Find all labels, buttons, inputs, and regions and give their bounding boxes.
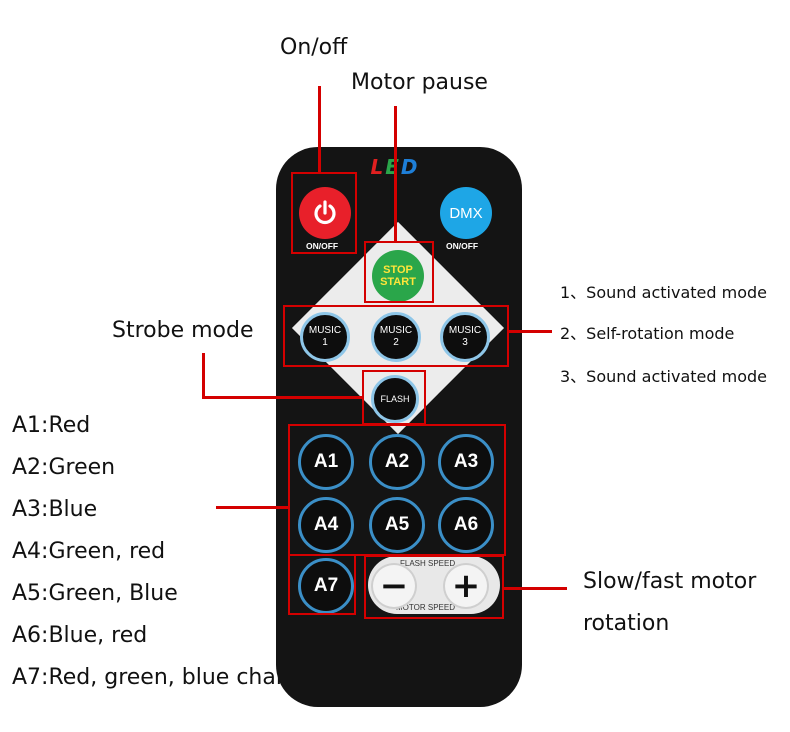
strobe-mode-label: Strobe mode — [112, 318, 254, 343]
a6-label: A6 — [453, 514, 479, 535]
led-logo-d: D — [400, 155, 420, 179]
a6-button[interactable]: A6 — [438, 497, 494, 553]
music-2-button[interactable]: MUSIC 2 — [371, 312, 421, 362]
on-off-label: On/off — [280, 35, 348, 60]
leader-on-off — [318, 86, 321, 173]
power-icon — [314, 200, 336, 225]
legend-a2: A2:Green — [12, 455, 116, 480]
flash-label: FLASH — [380, 394, 410, 404]
music-mode-1: 1、Sound activated mode — [560, 283, 767, 302]
leader-colors — [216, 506, 289, 509]
highlight-music — [283, 305, 509, 367]
power-button[interactable] — [299, 187, 351, 239]
leader-music — [508, 330, 552, 333]
music-mode-3: 3、Sound activated mode — [560, 367, 767, 386]
leader-strobe-h — [202, 396, 363, 399]
legend-a6: A6:Blue, red — [12, 623, 148, 648]
plus-icon: + — [451, 566, 481, 606]
slow-fast-label-1: Slow/fast motor — [583, 569, 757, 594]
start-label: START — [380, 276, 416, 288]
a4-button[interactable]: A4 — [298, 497, 354, 553]
a5-button[interactable]: A5 — [369, 497, 425, 553]
stop-start-button[interactable]: STOP START — [372, 250, 424, 302]
legend-a5: A5:Green, Blue — [12, 581, 178, 606]
music-2-top: MUSIC — [379, 325, 413, 336]
a4-label: A4 — [313, 514, 339, 535]
music-3-top: MUSIC — [448, 325, 482, 336]
legend-a4: A4:Green, red — [12, 539, 166, 564]
legend-a3: A3:Blue — [12, 497, 98, 522]
a1-button[interactable]: A1 — [298, 434, 354, 490]
music-1-button[interactable]: MUSIC 1 — [300, 312, 350, 362]
motor-speed-label: MOTOR SPEED — [396, 603, 455, 612]
slow-fast-label-2: rotation — [583, 611, 670, 636]
a2-label: A2 — [384, 451, 410, 472]
legend-a7: A7:Red, green, blue change — [12, 665, 318, 690]
power-sub-label: ON/OFF — [306, 241, 339, 251]
a3-label: A3 — [453, 451, 479, 472]
highlight-stop — [364, 241, 434, 303]
a3-button[interactable]: A3 — [438, 434, 494, 490]
leader-speed — [503, 587, 567, 590]
music-2-num: 2 — [393, 337, 399, 348]
a1-label: A1 — [313, 451, 339, 472]
music-1-top: MUSIC — [308, 325, 342, 336]
highlight-speed — [364, 555, 504, 619]
motor-pause-label: Motor pause — [351, 70, 488, 95]
flash-speed-label: FLASH SPEED — [400, 559, 456, 568]
music-1-num: 1 — [322, 337, 328, 348]
highlight-flash — [362, 370, 426, 425]
music-mode-2: 2、Self-rotation mode — [560, 324, 735, 343]
dmx-button[interactable]: DMX — [440, 187, 492, 239]
minus-button[interactable]: − — [371, 563, 417, 609]
a2-button[interactable]: A2 — [369, 434, 425, 490]
music-3-num: 3 — [462, 337, 468, 348]
highlight-a7 — [288, 554, 356, 615]
highlight-power — [291, 172, 357, 254]
legend-a1: A1:Red — [12, 413, 91, 438]
dmx-sub-label: ON/OFF — [446, 241, 479, 251]
leader-strobe-v — [202, 353, 205, 399]
highlight-a-buttons — [288, 424, 506, 556]
flash-button[interactable]: FLASH — [371, 375, 419, 423]
leader-motor-pause — [394, 106, 397, 242]
a5-label: A5 — [384, 514, 410, 535]
plus-button[interactable]: + — [443, 563, 489, 609]
a7-label: A7 — [313, 575, 339, 596]
minus-icon: − — [379, 566, 409, 606]
music-3-button[interactable]: MUSIC 3 — [440, 312, 490, 362]
led-logo-l: L — [370, 155, 386, 179]
dmx-label: DMX — [449, 204, 483, 222]
a7-button[interactable]: A7 — [298, 558, 354, 614]
stop-label: STOP — [383, 264, 413, 276]
